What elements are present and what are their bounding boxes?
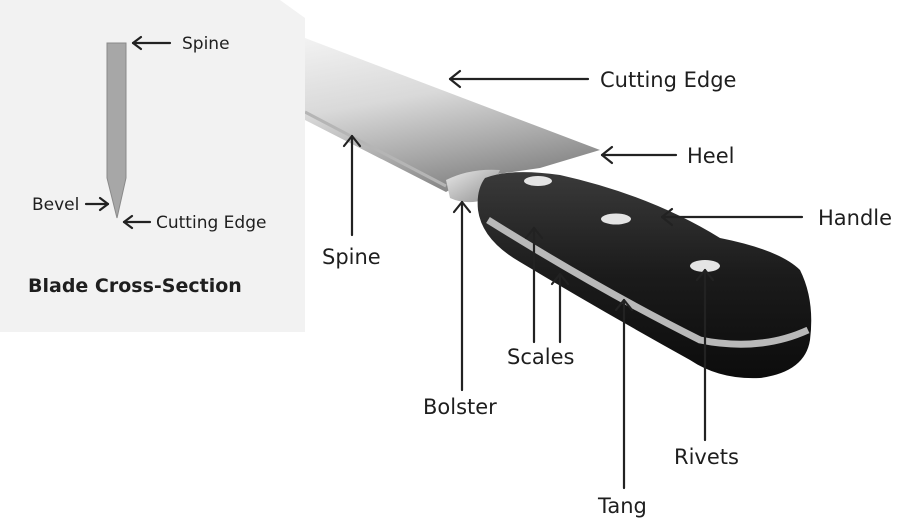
tang-label: Tang — [597, 494, 647, 518]
bolster-label: Bolster — [423, 395, 497, 419]
cross-section-spine-label: Spine — [182, 34, 230, 54]
blade — [305, 38, 600, 192]
rivets-label: Rivets — [674, 445, 739, 469]
handle-label: Handle — [818, 206, 892, 230]
cross-section-title: Blade Cross-Section — [28, 275, 242, 297]
blade-spine-edge — [304, 110, 447, 188]
arrow — [550, 272, 570, 344]
arrow — [695, 268, 715, 442]
arrow — [660, 207, 804, 227]
arrow — [600, 145, 678, 165]
arrow — [84, 196, 110, 212]
arrow — [131, 35, 172, 51]
arrow — [122, 214, 152, 230]
arrow — [614, 298, 634, 490]
knife-handle — [477, 172, 812, 379]
rivet — [690, 260, 720, 272]
arrow — [448, 69, 590, 89]
arrow — [452, 200, 472, 392]
arrow — [342, 134, 362, 237]
cutting-edge-label: Cutting Edge — [600, 68, 736, 92]
cross-section-blade — [106, 42, 127, 219]
cross-section-bevel-label: Bevel — [32, 195, 79, 215]
handle-tang-strip — [486, 217, 810, 348]
scales-label: Scales — [507, 345, 574, 369]
rivet — [601, 213, 631, 225]
arrow — [524, 226, 544, 344]
heel-label: Heel — [687, 144, 734, 168]
spine-label: Spine — [322, 245, 381, 269]
cross-section-panel — [0, 0, 305, 332]
cross-section-edge-label: Cutting Edge — [156, 213, 266, 233]
rivet — [524, 176, 552, 186]
